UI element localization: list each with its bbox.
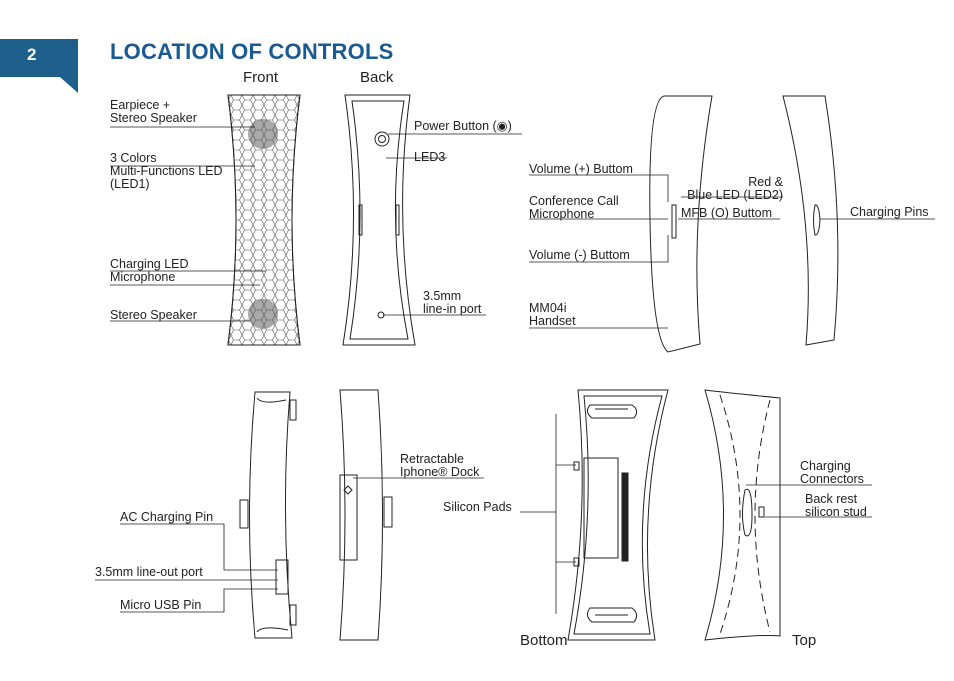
label-dock: Retractable Iphone® Dock	[400, 452, 480, 479]
top-view	[704, 389, 781, 641]
label-line-out: 3.5mm line-out port	[95, 565, 203, 579]
label-silicon-pads: Silicon Pads	[443, 500, 512, 514]
label-ac-pin: AC Charging Pin	[120, 510, 214, 524]
view-label-back: Back	[360, 69, 394, 86]
label-micro-usb: Micro USB Pin	[120, 598, 202, 612]
bottom-view	[567, 389, 669, 641]
label-stereo-speaker: Stereo Speaker	[110, 308, 197, 322]
label-volume-down: Volume (-) Buttom	[529, 248, 630, 262]
label-conference-mic: Conference Call Microphone	[529, 194, 619, 221]
label-mfb: MFB (O) Buttom	[681, 206, 772, 220]
side-view-left	[239, 391, 297, 639]
label-earpiece: Earpiece + Stereo Speaker	[110, 98, 197, 125]
label-charging-connectors: Charging Connectors	[800, 459, 864, 486]
view-label-top: Top	[792, 632, 817, 649]
side-profile-right	[649, 95, 839, 353]
view-label-front: Front	[243, 69, 279, 86]
front-speaker-body	[227, 94, 301, 346]
page-tab	[0, 39, 78, 93]
page-number: 2	[27, 45, 37, 64]
leader-lines	[95, 126, 935, 614]
label-led1: 3 Colors Multi-Functions LED (LED1)	[110, 151, 223, 191]
label-led3: LED3	[414, 150, 446, 164]
label-led2: Red & Blue LED (LED2)	[687, 175, 783, 202]
page-title: LOCATION OF CONTROLS	[110, 39, 394, 64]
view-label-bottom: Bottom	[520, 632, 568, 649]
label-volume-up: Volume (+) Buttom	[529, 162, 633, 176]
side-view-dock	[339, 389, 393, 641]
label-handset: MM04i Handset	[529, 301, 576, 328]
label-charging-pins: Charging Pins	[850, 205, 929, 219]
label-power-button: Power Button (◉)	[414, 119, 512, 133]
back-speaker-body	[342, 94, 416, 346]
label-line-in: 3.5mm line-in port	[423, 289, 482, 316]
label-charging-led-mic: Charging LED Microphone	[110, 257, 189, 284]
label-back-rest: Back rest silicon stud	[805, 492, 867, 519]
